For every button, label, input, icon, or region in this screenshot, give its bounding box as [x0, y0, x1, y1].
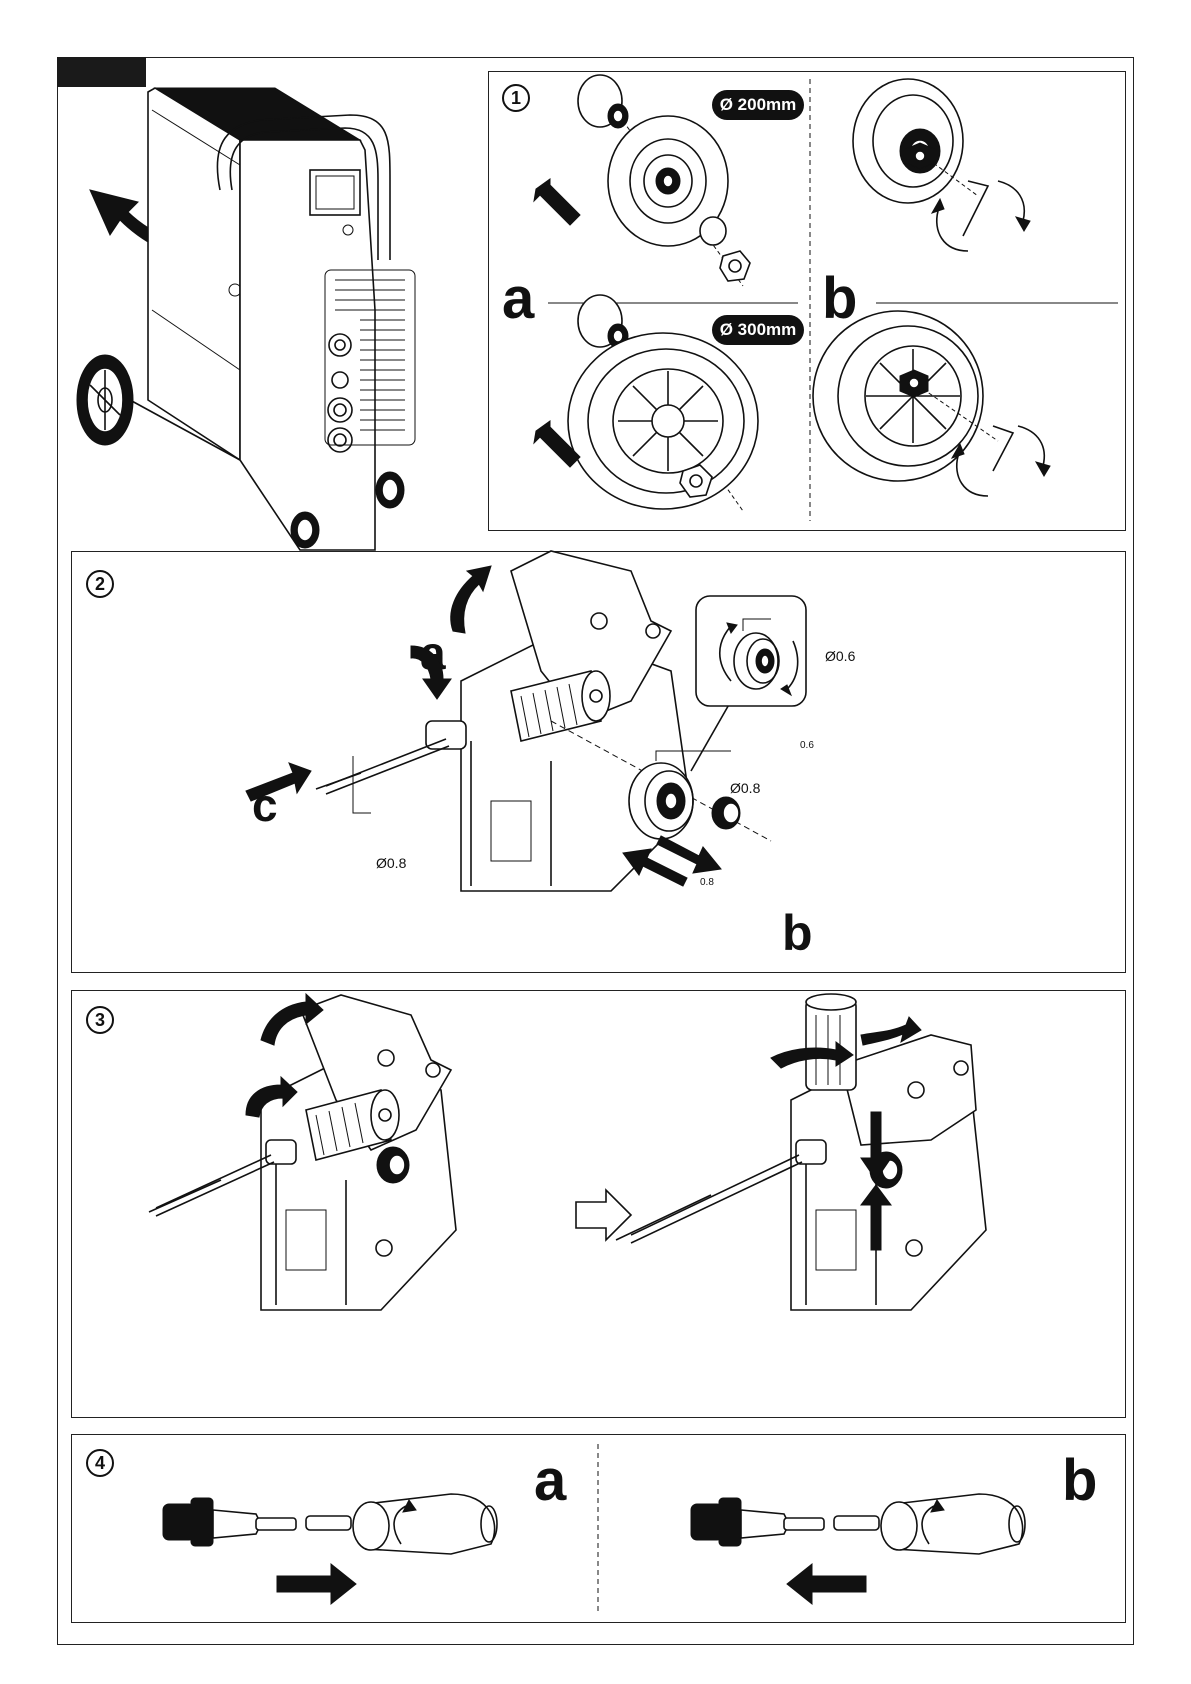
- roller-nut: [712, 797, 740, 829]
- allen-key-icon: [963, 181, 988, 236]
- wire-spool-icon: [578, 75, 743, 286]
- rear-wheel: [77, 355, 133, 445]
- push-arrow-icon: [534, 179, 580, 225]
- step-1-illustrations: [488, 71, 1126, 531]
- wire-spool-icon: [568, 295, 758, 511]
- roller-detail-bubble: [691, 596, 806, 771]
- step-4-illustrations: [71, 1434, 1126, 1623]
- wire-feeder-icon: [71, 551, 1126, 973]
- outline-arrow-icon: [576, 1190, 631, 1240]
- hex-nut-icon: [720, 251, 750, 281]
- rotate-arrow-icon: [932, 181, 1030, 251]
- allen-key-icon: [993, 426, 1013, 471]
- spacer-ring: [700, 217, 726, 245]
- torch-nozzle-icon: [691, 1494, 1025, 1554]
- pull-arrow-icon: [787, 1564, 866, 1604]
- hex-nut-icon: [900, 370, 928, 397]
- push-arrow-icon: [277, 1564, 356, 1604]
- wire-spool-icon: [853, 79, 963, 203]
- torch-nozzle-icon: [163, 1494, 497, 1554]
- step-3-illustrations: [71, 990, 1126, 1418]
- hex-nut-icon: [906, 143, 934, 169]
- welder-machine-icon: [60, 80, 480, 550]
- wire-feeder-icon: [616, 994, 986, 1310]
- wire-feeder-icon: [149, 995, 456, 1310]
